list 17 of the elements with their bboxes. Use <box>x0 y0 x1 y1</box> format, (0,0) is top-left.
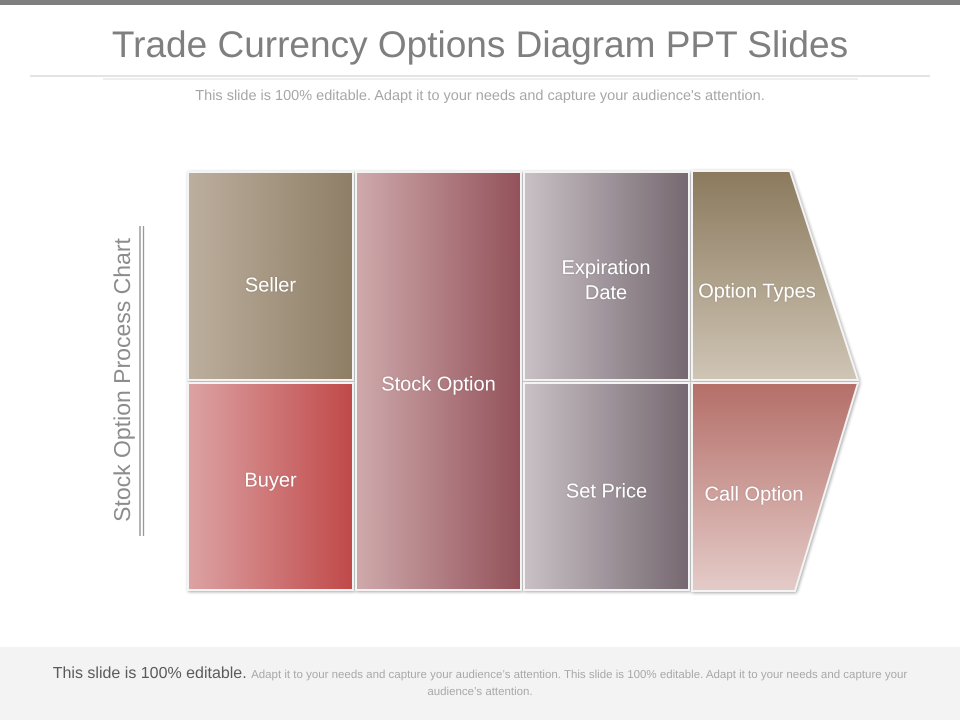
footer-text: This slide is 100% editable. <box>52 665 247 682</box>
box-label: Option Types <box>697 280 817 304</box>
footer-note: Adapt it to your needs and capture your audience’s attention. This slide is 100% editable. Adapt it to your needs and capture your audience’s attention. <box>251 669 908 698</box>
box-label: Expiration Date <box>560 256 652 306</box>
box-label: Call Option <box>704 482 804 508</box>
slide-title: Trade Currency Options Diagram PPT Slides <box>112 24 848 65</box>
box-label: Set Price <box>564 480 648 504</box>
box-label: Buyer <box>243 468 298 494</box>
subtitle-text: This slide is 100% editable. Adapt it to your needs and capture your audience's attention. <box>195 88 765 104</box>
side-heading: Stock Option Process Chart <box>108 237 136 524</box>
gradient-panel <box>355 171 522 591</box>
box-label: Stock Option <box>380 372 497 398</box>
gradient-panel <box>523 171 690 381</box>
gradient-panel <box>187 382 354 591</box>
gradient-panel <box>523 382 690 591</box>
gradient-panel <box>187 171 354 381</box>
box-label: Seller <box>244 274 298 298</box>
